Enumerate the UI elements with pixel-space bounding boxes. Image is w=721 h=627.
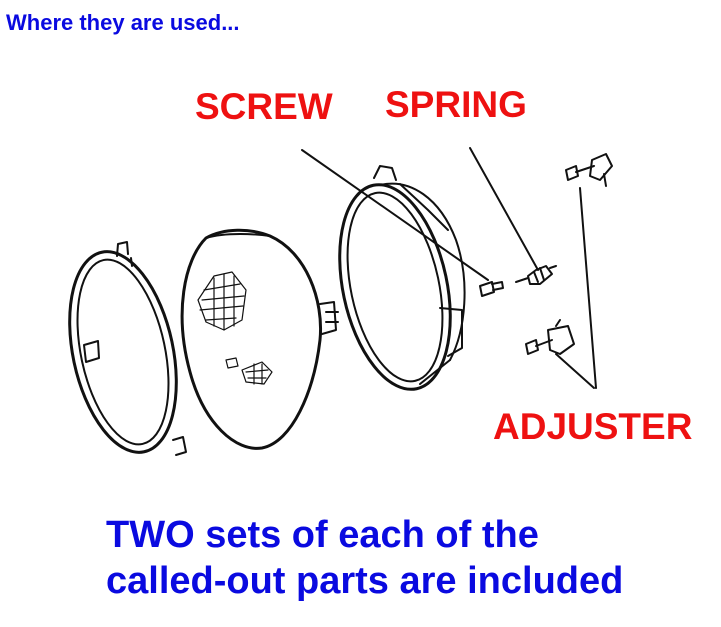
retaining-ring xyxy=(68,241,187,456)
note-line-1: TWO sets of each of the xyxy=(106,514,539,556)
page-heading: Where they are used... xyxy=(6,10,240,35)
screw-label: SCREW xyxy=(195,86,333,127)
note-line-2: called-out parts are included xyxy=(106,560,624,602)
screw-part xyxy=(479,281,504,297)
adjuster-part-lower xyxy=(525,319,575,355)
adjuster-leader-top xyxy=(579,187,597,389)
lens-pattern xyxy=(197,271,273,385)
sealed-beam-lamp xyxy=(180,228,339,450)
included-parts-note: TWO sets of each of the called-out parts… xyxy=(106,512,623,604)
spring-leader xyxy=(469,147,539,271)
mounting-bucket xyxy=(338,165,466,391)
spring-label: SPRING xyxy=(385,84,527,125)
adjuster-part-upper xyxy=(565,153,613,187)
adjuster-label: ADJUSTER xyxy=(493,406,693,447)
spring-part xyxy=(515,265,557,285)
screw-leader xyxy=(301,149,489,281)
adjuster-leader-bottom xyxy=(555,353,595,389)
